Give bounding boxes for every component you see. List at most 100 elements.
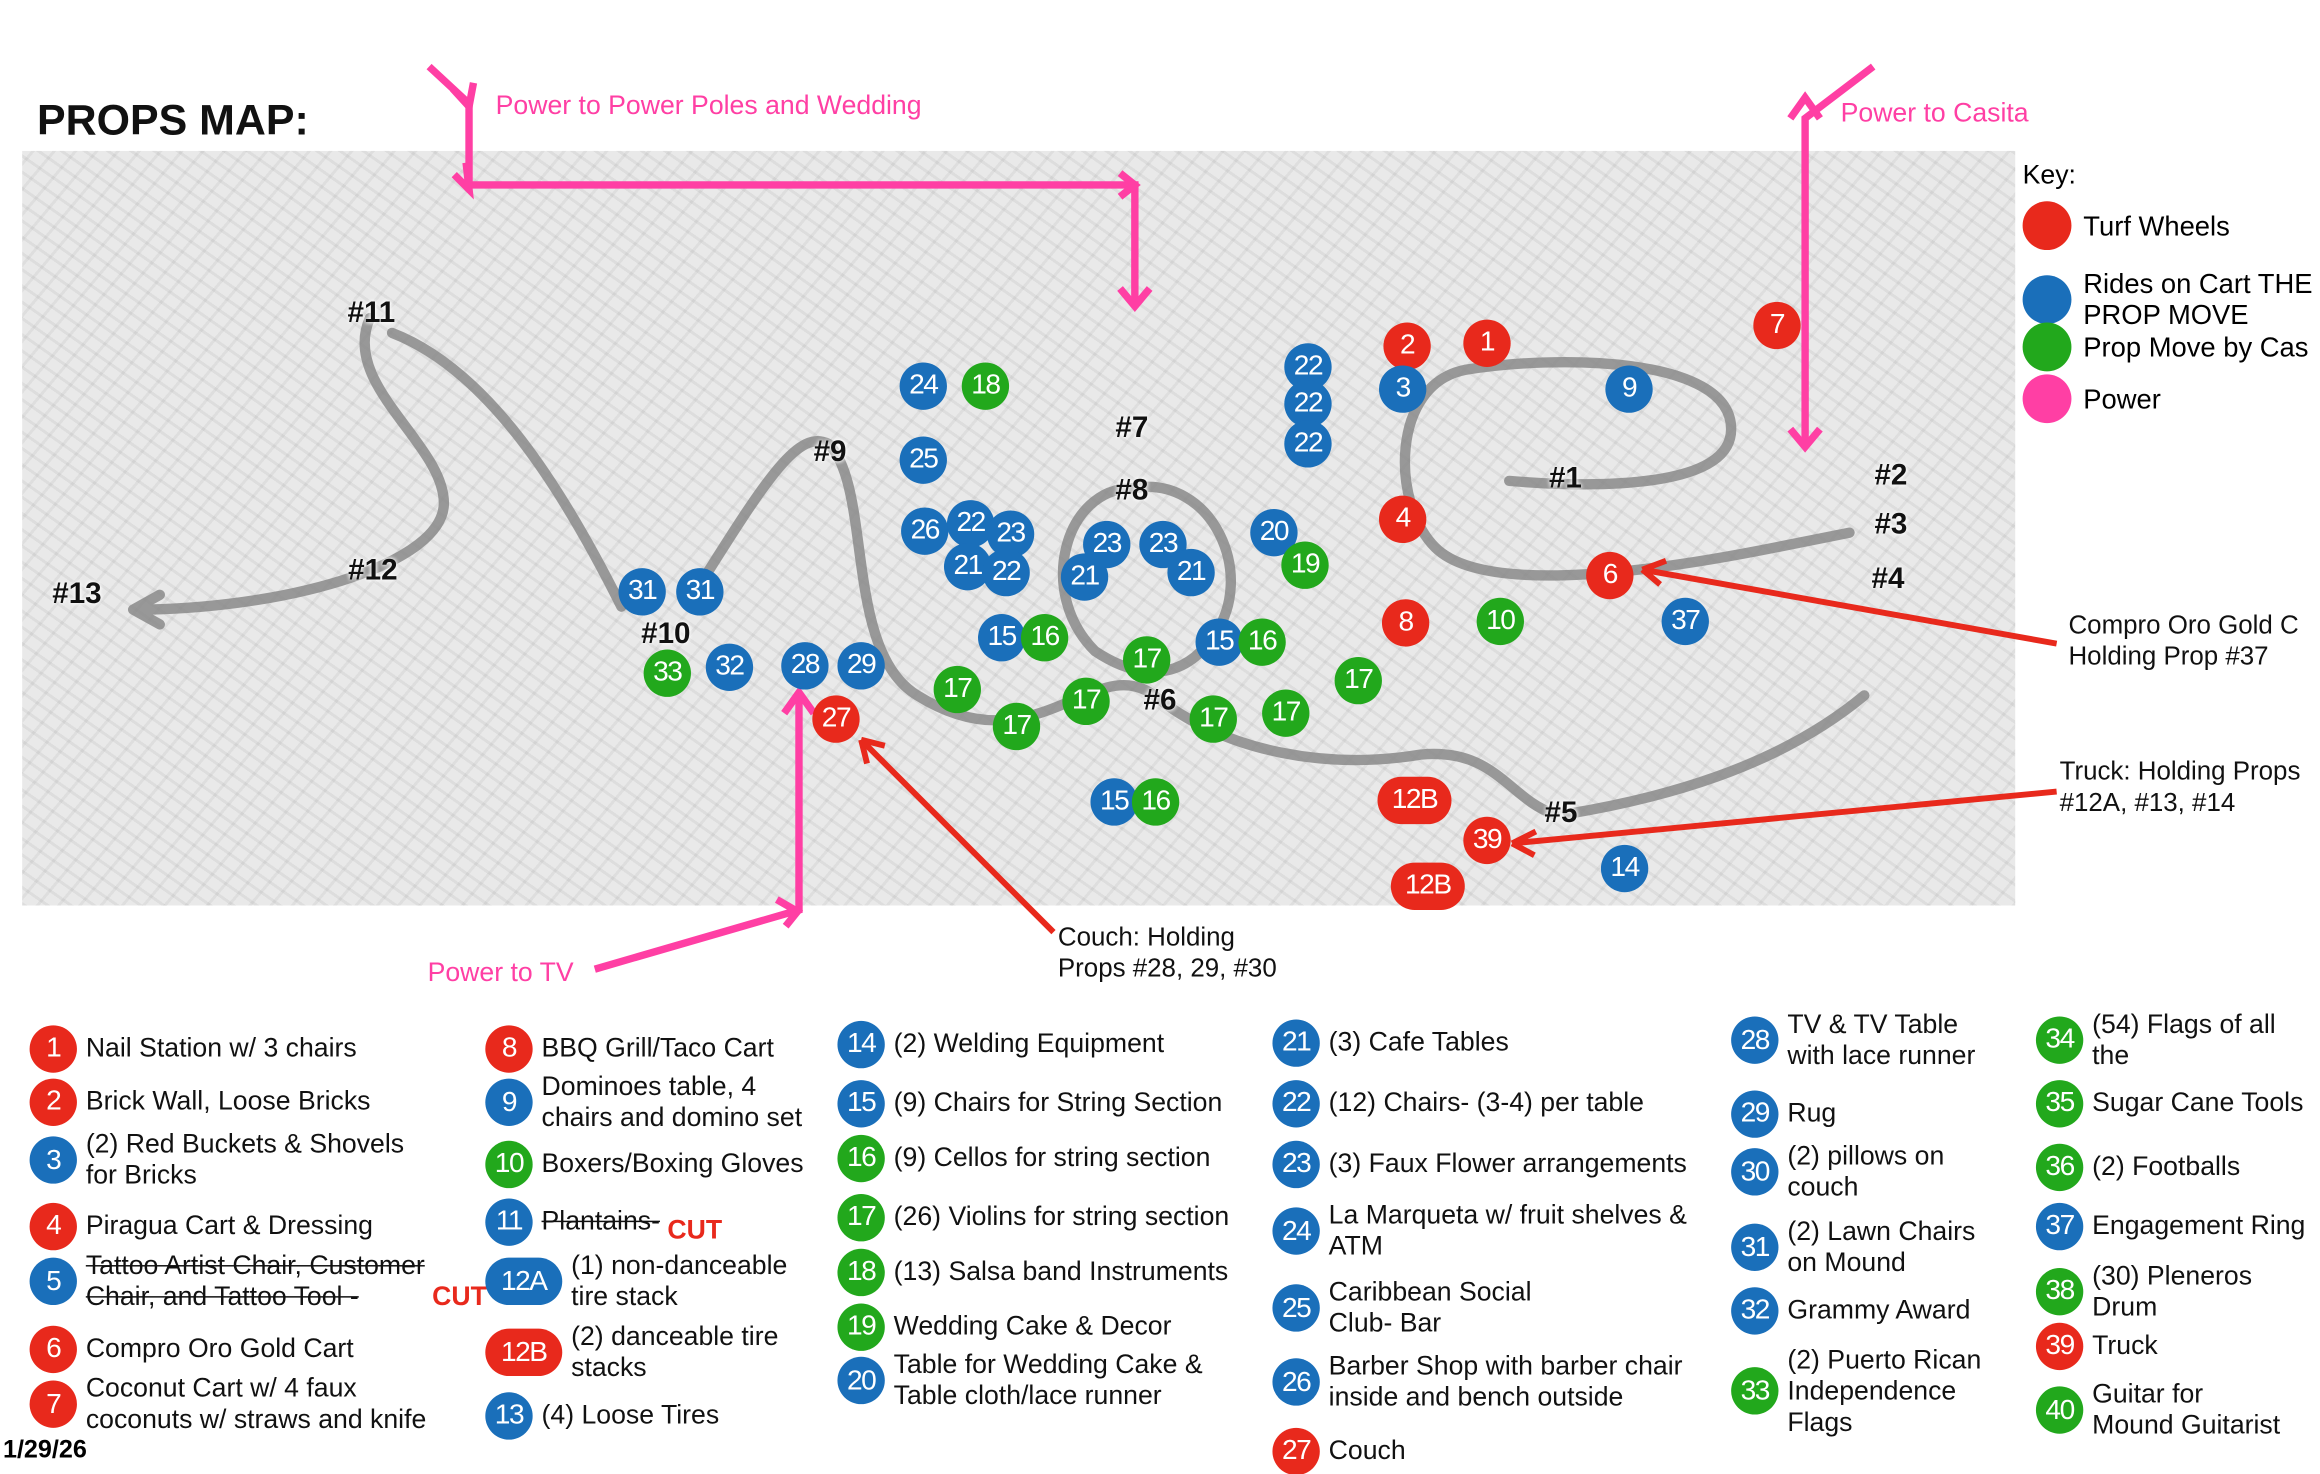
map-marker-31: 31	[676, 568, 724, 616]
map-marker-17: 17	[1262, 689, 1310, 737]
legend-text: Table for Wedding Cake & Table cloth/lac…	[893, 1349, 1203, 1411]
legend-text: Sugar Cane Tools	[2092, 1087, 2304, 1118]
area-label: #5	[1544, 796, 1578, 830]
map-marker-12B: 12B	[1390, 862, 1465, 910]
legend-item-3: 3(2) Red Buckets & Shovels for Bricks	[29, 1128, 405, 1191]
legend-text: Brick Wall, Loose Bricks	[85, 1086, 371, 1116]
legend-number-badge: 17	[837, 1193, 885, 1241]
legend-number-badge: 4	[29, 1202, 77, 1250]
map-marker-12B: 12B	[1377, 776, 1452, 825]
legend-number-badge: 24	[1272, 1207, 1320, 1255]
map-marker-24: 24	[899, 362, 947, 410]
legend-text: Boxers/Boxing Gloves	[541, 1148, 804, 1178]
legend-number-badge: 12A	[485, 1257, 563, 1306]
legend-text: (3) Cafe Tables	[1328, 1026, 1509, 1057]
key-label: Power	[2083, 383, 2161, 415]
legend-number-badge: 38	[2035, 1267, 2084, 1315]
map-marker-17: 17	[1334, 656, 1382, 705]
legend-number-badge: 18	[837, 1248, 885, 1296]
callout-truck	[1510, 788, 2057, 858]
path-1	[1399, 356, 1855, 581]
key-item-red: Turf Wheels	[2022, 201, 2230, 251]
legend-number-badge: 9	[485, 1078, 533, 1126]
map-marker-2: 2	[1383, 322, 1431, 370]
legend-item-18: 18 (13) Salsa band Instruments	[837, 1248, 1229, 1296]
area-label: #8	[1115, 474, 1149, 507]
legend-item-12A: 12A(1) non-danceable tire stack	[485, 1250, 787, 1312]
map-marker-4: 4	[1378, 495, 1427, 544]
legend-number-badge: 40	[2035, 1386, 2084, 1434]
legend-number-badge: 15	[837, 1079, 885, 1127]
legend-text: (30) Pleneros Drum	[2092, 1259, 2253, 1321]
key-label: Prop Move by Cas	[2083, 331, 2309, 363]
legend-item-14: 14(2) Welding Equipment	[837, 1020, 1164, 1068]
blue-dot-icon	[2022, 274, 2072, 324]
legend-text: Truck	[2092, 1330, 2158, 1360]
area-label: #11	[347, 296, 396, 330]
map-marker-15: 15	[1090, 778, 1138, 826]
legend-number-badge: 35	[2035, 1079, 2084, 1127]
legend-text: (2) danceable tire stacks	[571, 1321, 779, 1382]
cut-label: CUT	[667, 1214, 723, 1244]
key-item-blue: Rides on Cart THE PROP MOVE	[2022, 268, 2312, 330]
legend-text: Grammy Award	[1787, 1294, 1971, 1325]
legend-text: (2) Puerto Rican Independence Flags	[1787, 1344, 1982, 1436]
note-compro: Compro Oro Gold C Holding Prop #37	[2068, 609, 2299, 671]
green-dot-icon	[2022, 322, 2072, 372]
path-13-arrow	[127, 589, 165, 630]
map-marker-17: 17	[992, 702, 1041, 751]
map-marker-15: 15	[1195, 618, 1243, 666]
legend-item-30: 30(2) pillows on couch	[1731, 1141, 1944, 1203]
legend-item-29: 29 Rug	[1731, 1089, 1836, 1138]
callout-lines	[858, 557, 2058, 935]
key-item-green: Prop Move by Cas	[2022, 322, 2309, 372]
legend-text: (4) Loose Tires	[541, 1399, 720, 1430]
red-dot-icon	[2022, 201, 2072, 251]
legend-text: (2) Lawn Chairs on Mound	[1787, 1216, 1976, 1277]
legend-text: (13) Salsa band Instruments	[893, 1256, 1229, 1286]
legend-item-21: 21(3) Cafe Tables	[1272, 1018, 1509, 1067]
map-marker-28: 28	[781, 642, 829, 690]
legend-text: (26) Violins for string section	[893, 1201, 1230, 1232]
area-label: #9	[813, 435, 847, 469]
legend-text: (54) Flags of all the	[2092, 1008, 2276, 1070]
map-marker-22: 22	[946, 500, 995, 548]
note-truck: Truck: Holding Props #12A, #13, #14	[2059, 756, 2301, 817]
legend-text: (2) Red Buckets & Shovels for Bricks	[85, 1128, 405, 1190]
legend-item-13: 13(4) Loose Tires	[485, 1391, 720, 1439]
legend-number-badge: 33	[1731, 1367, 1779, 1415]
legend-text: TV & TV Table with lace runner	[1787, 1009, 1976, 1070]
date-label: 1/29/26	[2, 1435, 87, 1464]
legend-text: Couch	[1328, 1435, 1406, 1465]
callout-couch	[858, 736, 1056, 935]
legend-text: Plantains-	[541, 1205, 660, 1236]
area-label: #4	[1871, 562, 1905, 596]
map-marker-27: 27	[812, 695, 860, 743]
path-11-10	[386, 327, 627, 612]
legend-text: Compro Oro Gold Cart	[85, 1333, 354, 1363]
key-item-pink: Power	[2022, 374, 2161, 424]
legend-text: Barber Shop with barber chair inside and…	[1328, 1350, 1683, 1412]
map-marker-39: 39	[1463, 816, 1511, 865]
map-marker-8: 8	[1381, 599, 1430, 647]
legend-number-badge: 1	[29, 1024, 77, 1072]
power-line-tv	[593, 695, 803, 973]
page-title: PROPS MAP:	[36, 97, 309, 146]
pink-dot-icon	[2022, 374, 2072, 424]
legend-number-badge: 37	[2035, 1202, 2084, 1250]
legend-number-badge: 36	[2035, 1142, 2084, 1191]
legend-number-badge: 19	[837, 1302, 885, 1351]
legend-number-badge: 22	[1272, 1079, 1320, 1127]
map-marker-17: 17	[1062, 677, 1110, 726]
map-marker-22: 22	[1284, 420, 1332, 468]
legend-item-36: 36(2) Footballs	[2035, 1142, 2240, 1191]
power-label-poles: Power to Power Poles and Wedding	[495, 90, 922, 120]
